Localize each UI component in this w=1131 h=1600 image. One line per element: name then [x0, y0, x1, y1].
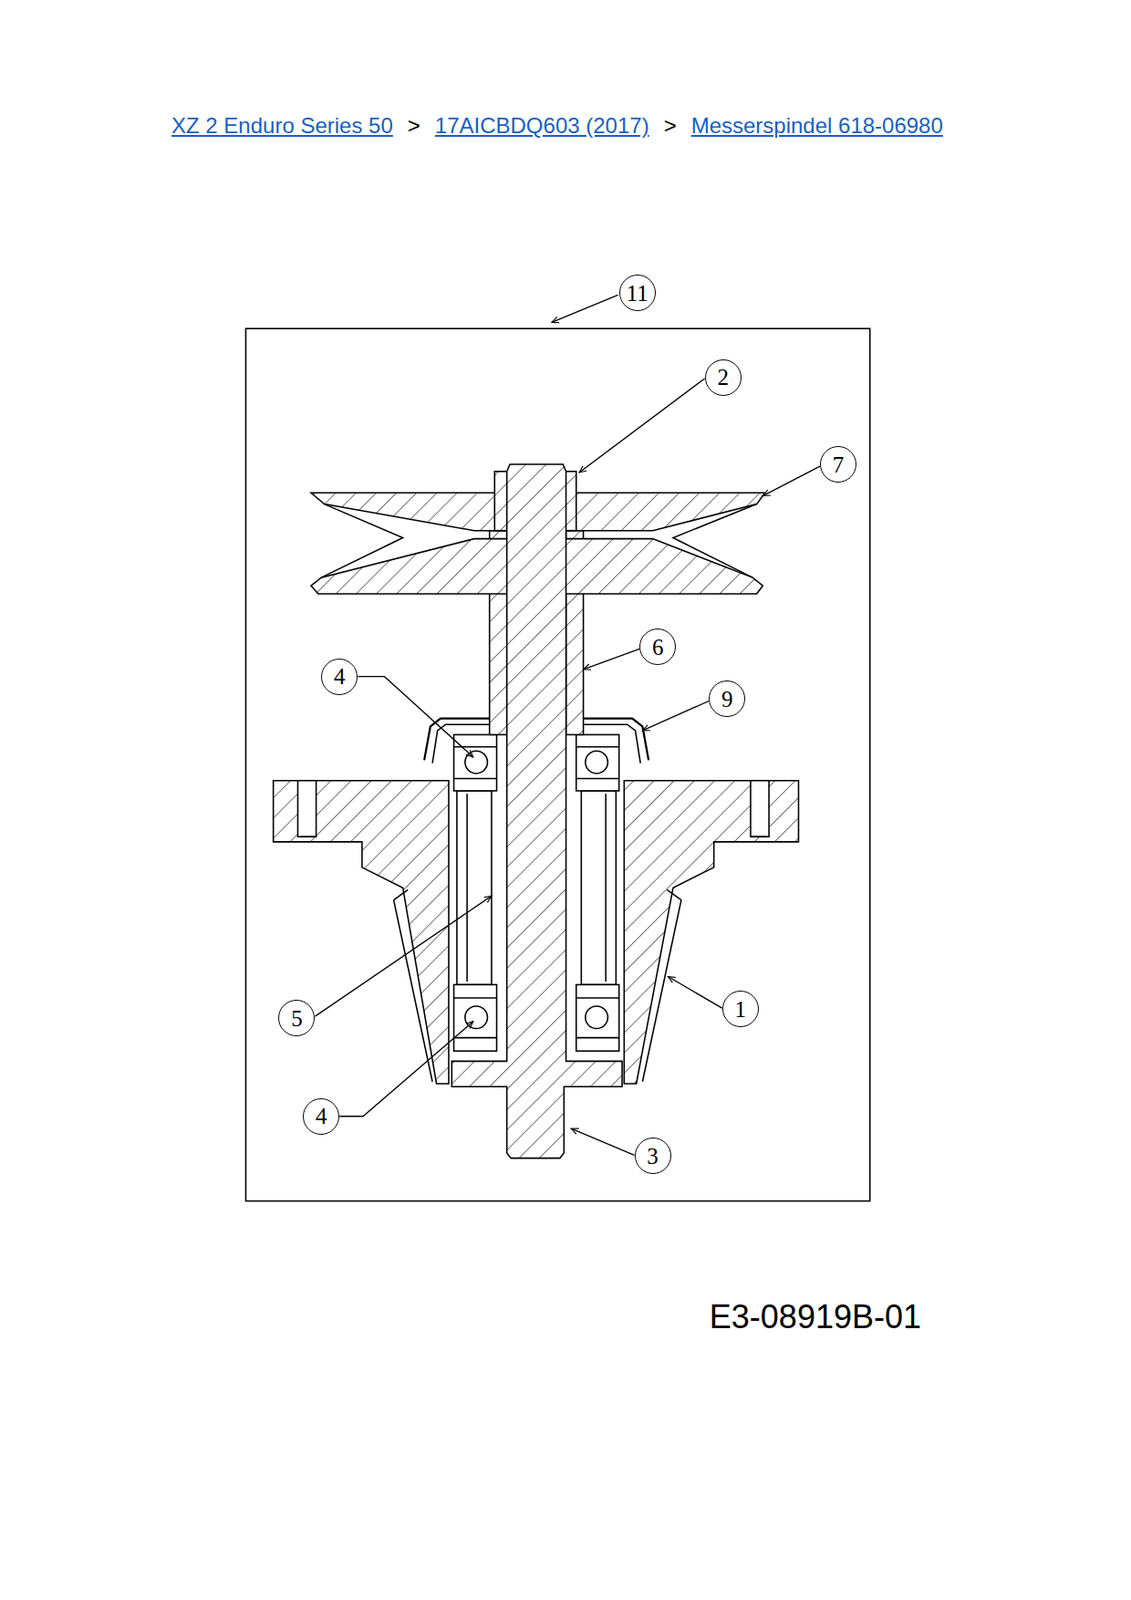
callout-number: 1: [722, 990, 759, 1028]
callout-number: 11: [619, 274, 656, 312]
breadcrumb-separator: >: [407, 113, 421, 139]
drawing-frame: [245, 328, 870, 1201]
breadcrumb-link: XZ 2 Enduro Series 50: [171, 113, 394, 139]
leader-lines: [315, 294, 820, 1155]
callout-number: 7: [819, 446, 857, 483]
breadcrumb-link: 17AICBDQ603 (2017): [435, 113, 650, 139]
breadcrumb-link: Messerspindel 618-06980: [691, 113, 944, 139]
housing: [623, 780, 799, 1084]
callout-number: 5: [278, 999, 315, 1037]
drawing-code: E3-08919B-01: [709, 1297, 922, 1337]
breadcrumb-separator: >: [664, 113, 677, 139]
callout-number: 4: [321, 658, 358, 696]
breadcrumb: XZ 2 Enduro Series 50 >17AICBDQ603 (2017)…: [171, 113, 944, 139]
callout-number: 2: [705, 359, 742, 396]
housing: [273, 780, 449, 1084]
callout-number: 6: [639, 628, 676, 665]
shaft: [451, 464, 623, 1159]
callout-number: 3: [634, 1137, 672, 1174]
callout-number: 9: [708, 680, 746, 717]
callout-number: 4: [302, 1098, 340, 1135]
